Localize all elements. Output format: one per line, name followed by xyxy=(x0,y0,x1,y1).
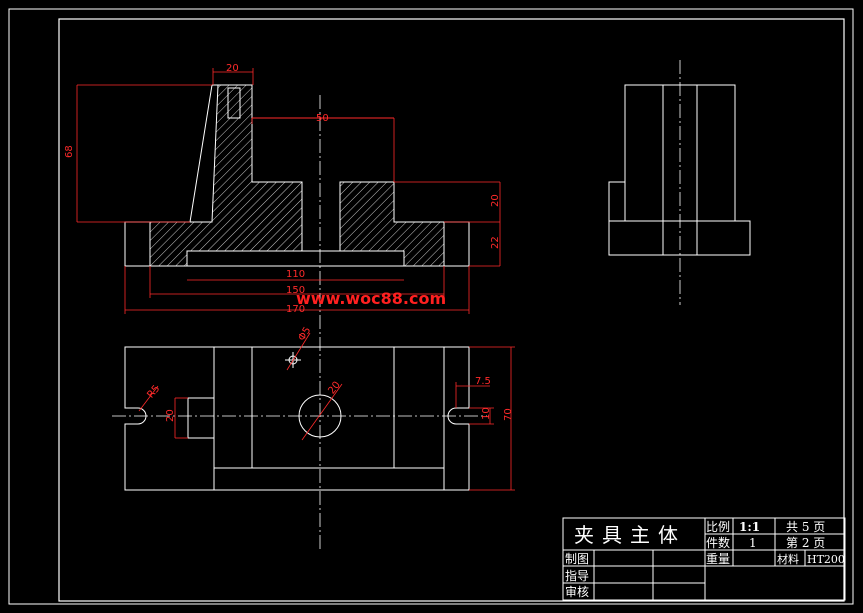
dim-slot-width: 20 xyxy=(165,409,176,422)
outer-border xyxy=(8,8,854,605)
side-view xyxy=(608,60,751,305)
watermark: www.woc88.com xyxy=(296,289,446,308)
dim-overall-height: 68 xyxy=(64,145,75,158)
title-block-title: 夹具主体 xyxy=(574,523,686,547)
drawn-label: 制图 xyxy=(565,552,589,566)
dim-overall-width: 170 xyxy=(286,304,305,315)
dim-overall-depth: 70 xyxy=(503,408,514,421)
title-block xyxy=(562,517,846,601)
bottom-recess xyxy=(186,250,405,267)
scale-label: 比例 xyxy=(706,520,730,534)
dim-slot-radius: R5 xyxy=(145,383,162,400)
total-pages: 共 5 页 xyxy=(786,520,825,534)
dim-recess-width: 110 xyxy=(286,269,305,280)
scale-value: 1:1 xyxy=(739,520,760,534)
material-label: 材料 xyxy=(777,552,799,566)
dim-slot-end-width: 10 xyxy=(481,407,492,420)
dim-step-width: 50 xyxy=(316,113,329,124)
guide-label: 指导 xyxy=(565,568,589,583)
dim-step-height: 20 xyxy=(490,194,501,207)
dim-top-slot-width: 20 xyxy=(226,63,239,74)
front-view xyxy=(124,84,470,267)
material-value: HT200 xyxy=(807,553,845,566)
review-label: 审核 xyxy=(565,584,589,599)
dim-bore-diameter: 20 xyxy=(326,380,343,397)
dim-slot-offset: 7.5 xyxy=(475,376,491,387)
dim-base-inner-width: 150 xyxy=(286,285,305,296)
inner-border xyxy=(58,18,845,602)
front-dimension-lines xyxy=(76,68,501,314)
page-number: 第 2 页 xyxy=(786,536,825,550)
top-dimension-lines xyxy=(138,332,515,491)
base-left-ear xyxy=(124,221,151,267)
section-left xyxy=(149,84,303,267)
base-right-ear xyxy=(443,221,470,267)
top-slot xyxy=(227,87,241,119)
dim-small-hole: Φ5 xyxy=(296,325,313,343)
qty-label: 件数 xyxy=(706,535,730,550)
dim-base-height: 22 xyxy=(490,236,501,249)
qty-value: 1 xyxy=(749,536,757,550)
weight-label: 重量 xyxy=(706,552,730,566)
section-right xyxy=(339,181,445,267)
